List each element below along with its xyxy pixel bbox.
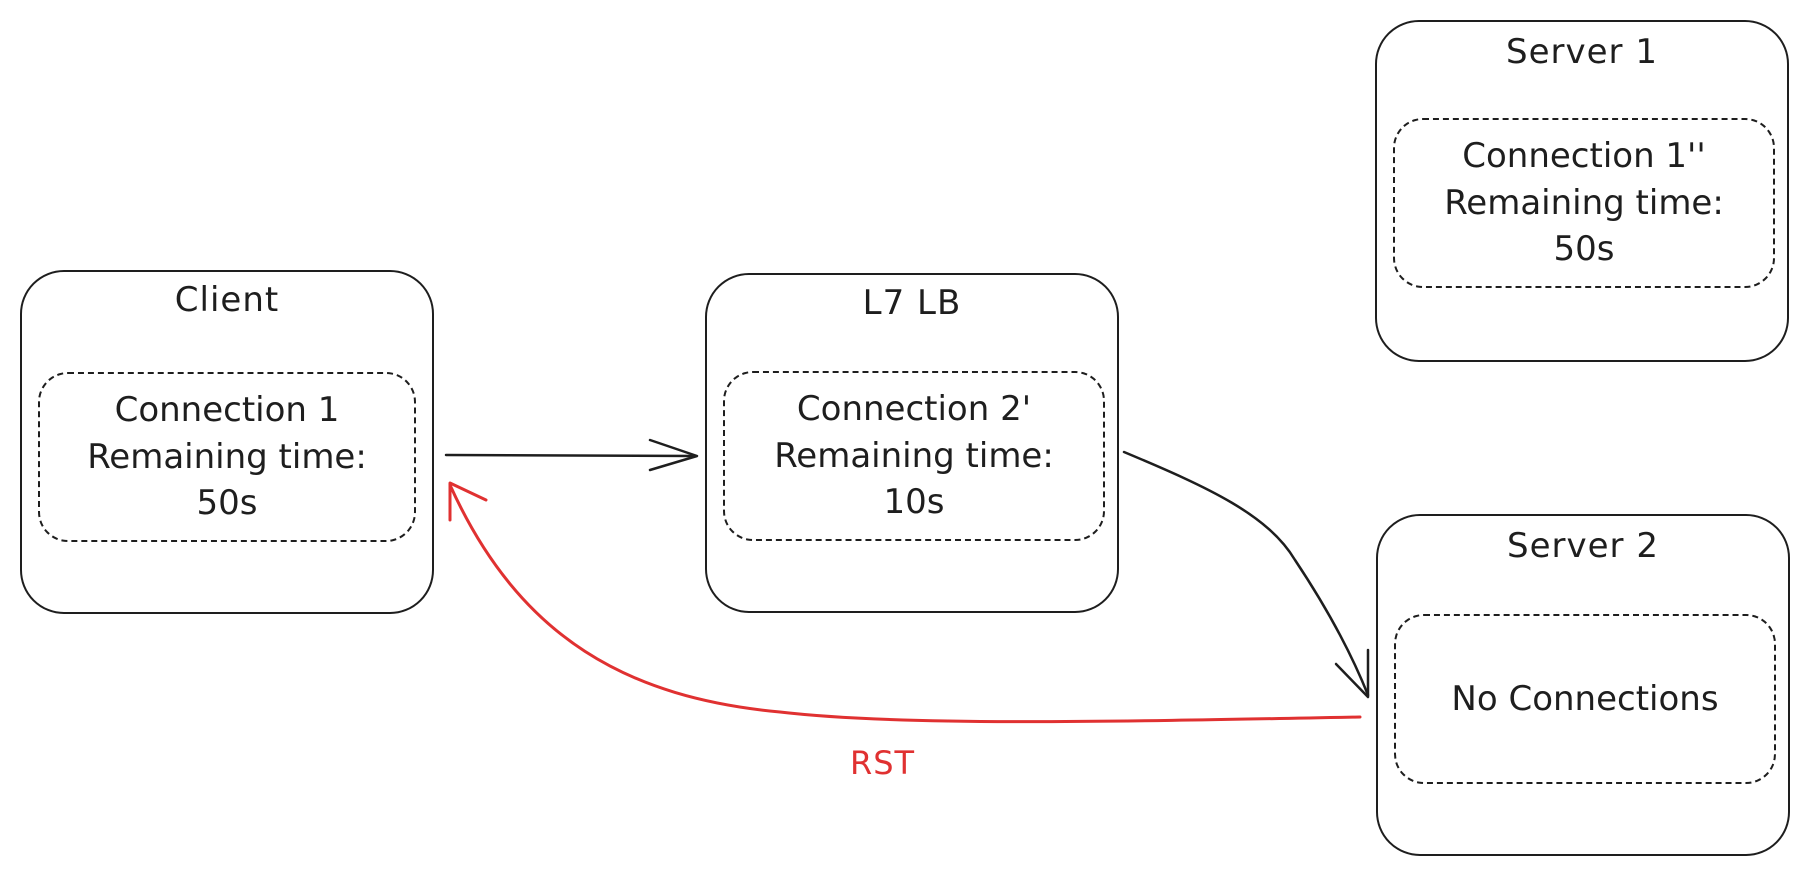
server2-node: Server 2 No Connections <box>1376 514 1790 856</box>
server2-connection-name: No Connections <box>1451 678 1719 719</box>
lb-connection: Connection 2' Remaining time: 10s <box>723 371 1105 541</box>
server1-node: Server 1 Connection 1'' Remaining time: … <box>1375 20 1789 362</box>
server1-connection-time: 50s <box>1553 229 1615 270</box>
client-title: Client <box>174 280 280 320</box>
rst-label: RST <box>850 744 916 782</box>
lb-connection-time: 10s <box>883 482 945 523</box>
client-connection-name: Connection 1 <box>114 389 340 430</box>
server1-connection-label: Remaining time: <box>1444 182 1724 223</box>
arrow-client-to-lb <box>444 438 699 472</box>
client-connection-label: Remaining time: <box>87 436 367 477</box>
server1-connection: Connection 1'' Remaining time: 50s <box>1393 118 1775 288</box>
client-connection: Connection 1 Remaining time: 50s <box>38 372 416 542</box>
client-connection-time: 50s <box>196 483 258 524</box>
lb-node: L7 LB Connection 2' Remaining time: 10s <box>705 273 1119 613</box>
client-node: Client Connection 1 Remaining time: 50s <box>20 270 434 614</box>
arrow-lb-to-server2 <box>1122 450 1370 699</box>
server1-title: Server 1 <box>1506 32 1658 72</box>
server2-connection: No Connections <box>1394 614 1776 784</box>
lb-connection-label: Remaining time: <box>774 435 1054 476</box>
arrow-rst <box>448 481 1362 724</box>
server1-connection-name: Connection 1'' <box>1462 135 1706 176</box>
lb-title: L7 LB <box>862 283 962 323</box>
lb-connection-name: Connection 2' <box>796 388 1032 429</box>
server2-title: Server 2 <box>1507 526 1659 566</box>
